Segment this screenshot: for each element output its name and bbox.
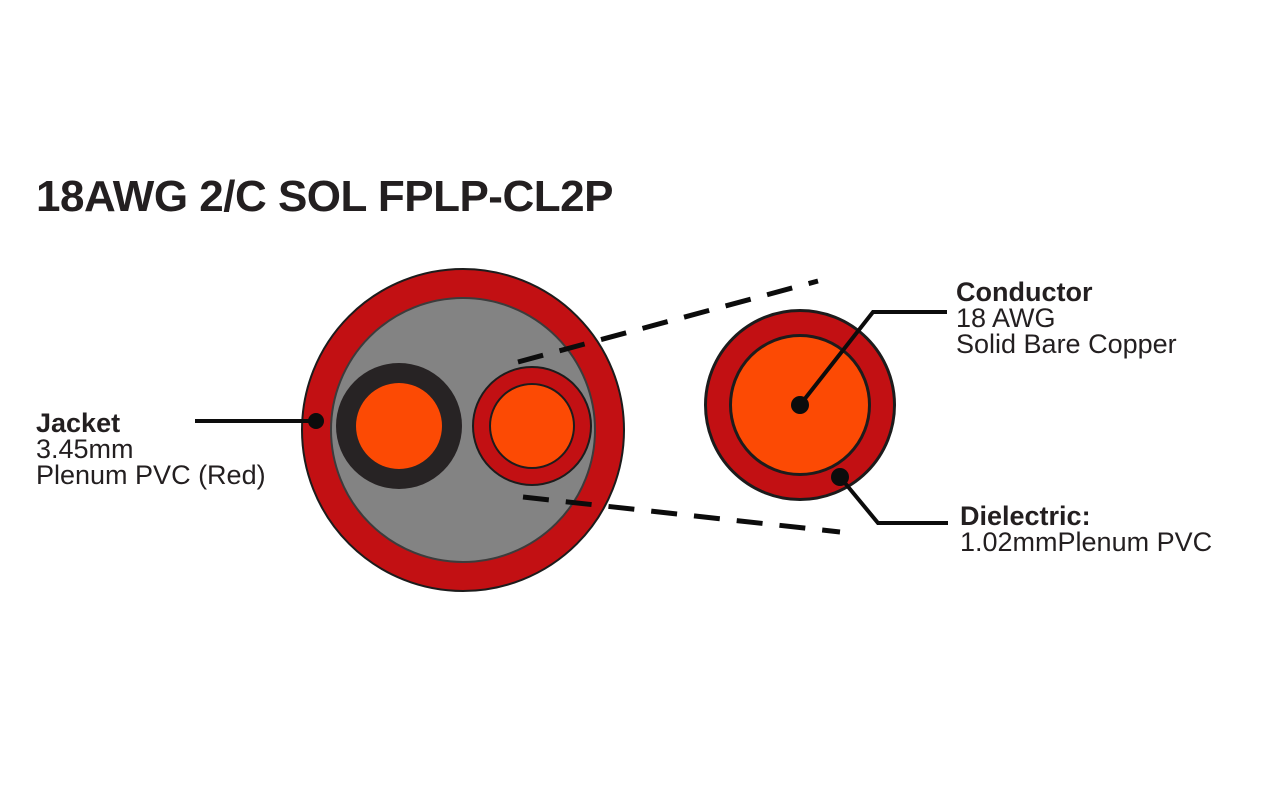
- black-conductor-copper-core: [356, 383, 442, 469]
- jacket-label-material: Plenum PVC (Red): [36, 460, 266, 490]
- dielectric-label-material: 1.02mmPlenum PVC: [960, 527, 1213, 557]
- dielectric-leader-line: [838, 475, 948, 525]
- dielectric-label-title: Dielectric:: [960, 501, 1091, 531]
- conductor-label: Conductor 18 AWG Solid Bare Copper: [956, 277, 1177, 359]
- conductor-label-material: Solid Bare Copper: [956, 329, 1177, 359]
- enlarged-copper-core: [729, 334, 871, 476]
- jacket-label-thickness: 3.45mm: [36, 434, 134, 464]
- red-conductor-copper-core: [489, 383, 575, 469]
- conductor-label-title: Conductor: [956, 277, 1093, 307]
- jacket-label: Jacket 3.45mm Plenum PVC (Red): [36, 408, 266, 490]
- page-title: 18AWG 2/C SOL FPLP-CL2P: [36, 172, 613, 221]
- jacket-label-title: Jacket: [36, 408, 121, 438]
- conductor-label-gauge: 18 AWG: [956, 303, 1056, 333]
- dielectric-label: Dielectric: 1.02mmPlenum PVC: [960, 501, 1213, 557]
